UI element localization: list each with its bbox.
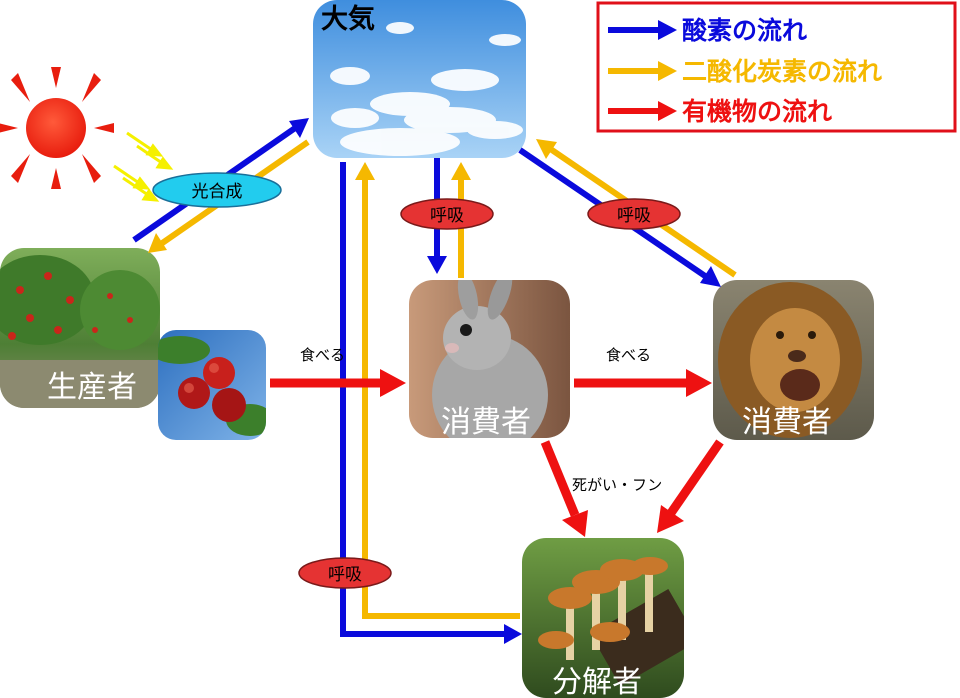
legend-co2-label: 二酸化炭素の流れ <box>682 57 882 86</box>
arrowhead-icon <box>148 233 167 253</box>
legend-oxygen-label: 酸素の流れ <box>682 16 807 45</box>
respiration-label: 呼吸 <box>430 206 464 226</box>
organic-arrow-rabbit-to-decomposer <box>540 440 580 517</box>
consumer2-label: 消費者 <box>742 405 832 440</box>
legend: 酸素の流れ 二酸化炭素の流れ 有機物の流れ <box>596 1 957 133</box>
sunlight-rays-icon <box>113 131 174 202</box>
arrowhead-icon <box>536 139 557 159</box>
arrowhead-icon <box>658 61 677 81</box>
arrowhead-icon <box>700 266 721 287</box>
co2-arrow-decomposer-to-atmosphere <box>362 178 520 619</box>
photosynthesis-label: 光合成 <box>192 182 243 202</box>
consumer1-node: 消費者 <box>409 280 570 440</box>
arrowhead-icon <box>427 256 447 274</box>
legend-item-organic: 有機物の流れ <box>608 97 832 126</box>
organic-arrow-lion-to-decomposer <box>667 439 724 516</box>
arrowhead-icon <box>562 510 588 537</box>
organic-arrows <box>270 369 724 537</box>
arrowhead-icon <box>355 162 375 180</box>
respiration-badge-rabbit: 呼吸 <box>400 198 494 230</box>
sun-icon <box>0 67 114 189</box>
eat-label-1: 食べる <box>300 346 345 364</box>
legend-item-oxygen: 酸素の流れ <box>608 16 807 45</box>
respiration-badge-lion: 呼吸 <box>587 198 681 230</box>
dead-label: 死がい・フン <box>572 476 662 494</box>
arrowhead-icon <box>504 624 522 644</box>
arrowhead-icon <box>451 162 471 180</box>
legend-organic-label: 有機物の流れ <box>682 97 832 126</box>
arrowhead-icon <box>658 101 677 121</box>
atmosphere-label: 大気 <box>321 3 375 35</box>
photosynthesis-badge: 光合成 <box>152 172 282 208</box>
arrowhead-icon <box>289 118 309 138</box>
legend-item-co2: 二酸化炭素の流れ <box>608 57 882 86</box>
respiration-badge-decomposer: 呼吸 <box>298 557 392 589</box>
decomposer-label: 分解者 <box>552 665 642 698</box>
decomposer-node: 分解者 <box>522 538 684 698</box>
consumer2-node: 消費者 <box>713 280 874 440</box>
atmosphere-node: 大気 <box>313 0 526 158</box>
arrowhead-icon <box>657 505 684 533</box>
arrowhead-icon <box>658 20 677 40</box>
oxygen-arrow-atmosphere-to-decomposer <box>340 162 506 637</box>
apple-photo <box>158 330 266 440</box>
eat-label-2: 食べる <box>606 346 651 364</box>
consumer1-label: 消費者 <box>441 405 531 440</box>
arrowhead-icon <box>686 369 712 397</box>
respiration-label: 呼吸 <box>617 206 651 226</box>
producer-node: 生産者 <box>0 248 160 408</box>
producer-label: 生産者 <box>47 370 137 405</box>
respiration-label: 呼吸 <box>328 565 362 585</box>
arrowhead-icon <box>380 369 406 397</box>
